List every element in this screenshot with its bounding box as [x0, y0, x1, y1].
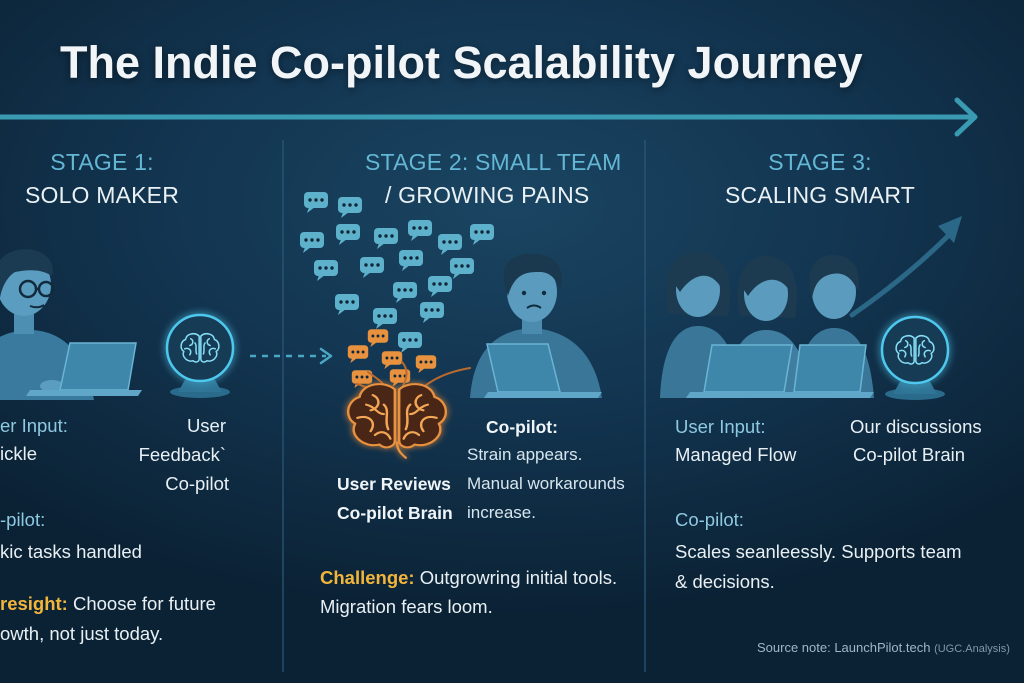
- chat-bubble-icon: [450, 258, 474, 279]
- chat-bubble-icon: [314, 260, 338, 281]
- stage1-input-label: er Input:: [0, 415, 68, 436]
- journey-arrow-icon: [0, 97, 978, 137]
- stage2-copilot-line: increase.: [467, 503, 536, 522]
- stage2-heading-title: / GROWING PAINS: [385, 182, 590, 208]
- chat-bubble-icon: [367, 329, 389, 348]
- stage2-reviews-line: User Reviews: [337, 474, 451, 494]
- stage3-copilot-label: Co-pilot:: [675, 509, 744, 530]
- stage1-heading-number: STAGE 1:: [50, 149, 154, 175]
- chat-bubble-icon: [336, 224, 360, 245]
- stage1-foresight-line: resight: Choose for future: [0, 593, 216, 615]
- stage1-copilot-label: -pilot:: [0, 509, 46, 530]
- chat-bubble-icon: [415, 355, 437, 374]
- chat-bubble-icon: [304, 192, 328, 213]
- chat-bubble-icon: [347, 345, 369, 364]
- chat-bubble-icon: [373, 308, 397, 329]
- stage3-copilot-line: & decisions.: [675, 571, 775, 592]
- stage1-feedback-line: Co-pilot: [165, 473, 229, 494]
- chat-bubble-icon: [381, 351, 403, 370]
- source-note-qualifier: (UGC.Analysis): [934, 643, 1010, 655]
- stage1-copilot-text: kic tasks handled: [0, 541, 142, 562]
- stage1-feedback-line: Feedback`: [138, 444, 226, 465]
- stage3-discussions-line: Co-pilot Brain: [853, 444, 966, 465]
- stage2-reviews-line: Co-pilot Brain: [337, 503, 453, 523]
- challenge-text-continued: Migration fears loom.: [320, 596, 493, 617]
- laptop-icon: [781, 344, 874, 398]
- chat-bubble-icon: [300, 232, 324, 253]
- glowing-brain-orb-icon: [165, 313, 235, 398]
- stage2-challenge-line: Challenge: Outgrowring initial tools.: [320, 567, 617, 589]
- stage3-heading-title: SCALING SMART: [724, 182, 916, 208]
- stage2-heading-number: STAGE 2: SMALL TEAM: [365, 149, 622, 175]
- source-note-text: Source note: LaunchPilot.tech: [757, 640, 931, 655]
- stage1-heading-title: SOLO MAKER: [24, 182, 180, 208]
- glowing-brain-orb-icon: [880, 315, 950, 400]
- chat-bubble-icon: [408, 220, 432, 241]
- stage1-input-value: ickle: [0, 443, 38, 464]
- source-note: Source note: LaunchPilot.tech (UGC.Analy…: [757, 640, 1010, 657]
- stage3-input-label: User Input:: [675, 416, 766, 437]
- stage3-discussions-line: Our discussions: [850, 416, 982, 437]
- stage3-copilot-line: Scales seanleessly. Supports team: [675, 541, 962, 562]
- chat-bubble-icon: [420, 302, 444, 323]
- stage3-heading-number: STAGE 3:: [768, 149, 872, 175]
- chat-bubble-icon: [360, 257, 384, 278]
- chat-bubble-icon: [398, 332, 422, 353]
- growth-arrow-icon: [849, 216, 962, 318]
- stage2-copilot-label: Co-pilot:: [486, 417, 558, 437]
- chat-bubble-icon: [393, 282, 417, 303]
- foresight-text: Choose for future: [72, 593, 216, 614]
- stage1-feedback-line: User: [186, 415, 226, 436]
- chat-bubble-icon: [428, 276, 452, 297]
- chat-bubble-icon: [338, 197, 362, 218]
- challenge-text: Outgrowring initial tools.: [419, 567, 618, 588]
- laptop-icon: [26, 342, 142, 396]
- challenge-label: Challenge:: [320, 567, 415, 588]
- stage2-copilot-line: Manual workarounds: [467, 474, 625, 493]
- chat-bubble-icon: [374, 228, 398, 249]
- foresight-label: resight:: [0, 593, 68, 614]
- chat-bubble-icon: [438, 234, 462, 255]
- foresight-text-continued: owth, not just today.: [0, 623, 164, 644]
- laptop-icon: [484, 343, 602, 398]
- chat-bubble-icon: [335, 294, 359, 315]
- page-title: The Indie Co-pilot Scalability Journey: [60, 37, 863, 88]
- overloaded-brain-icon: [347, 383, 447, 459]
- chat-bubble-icon: [470, 224, 494, 245]
- laptop-icon: [686, 344, 800, 398]
- dashed-arrow-icon: [250, 347, 333, 365]
- stage2-copilot-line: Strain appears.: [467, 445, 583, 464]
- stage3-input-value: Managed Flow: [675, 444, 797, 465]
- chat-bubble-cluster: [300, 192, 494, 389]
- chat-bubble-icon: [399, 250, 423, 271]
